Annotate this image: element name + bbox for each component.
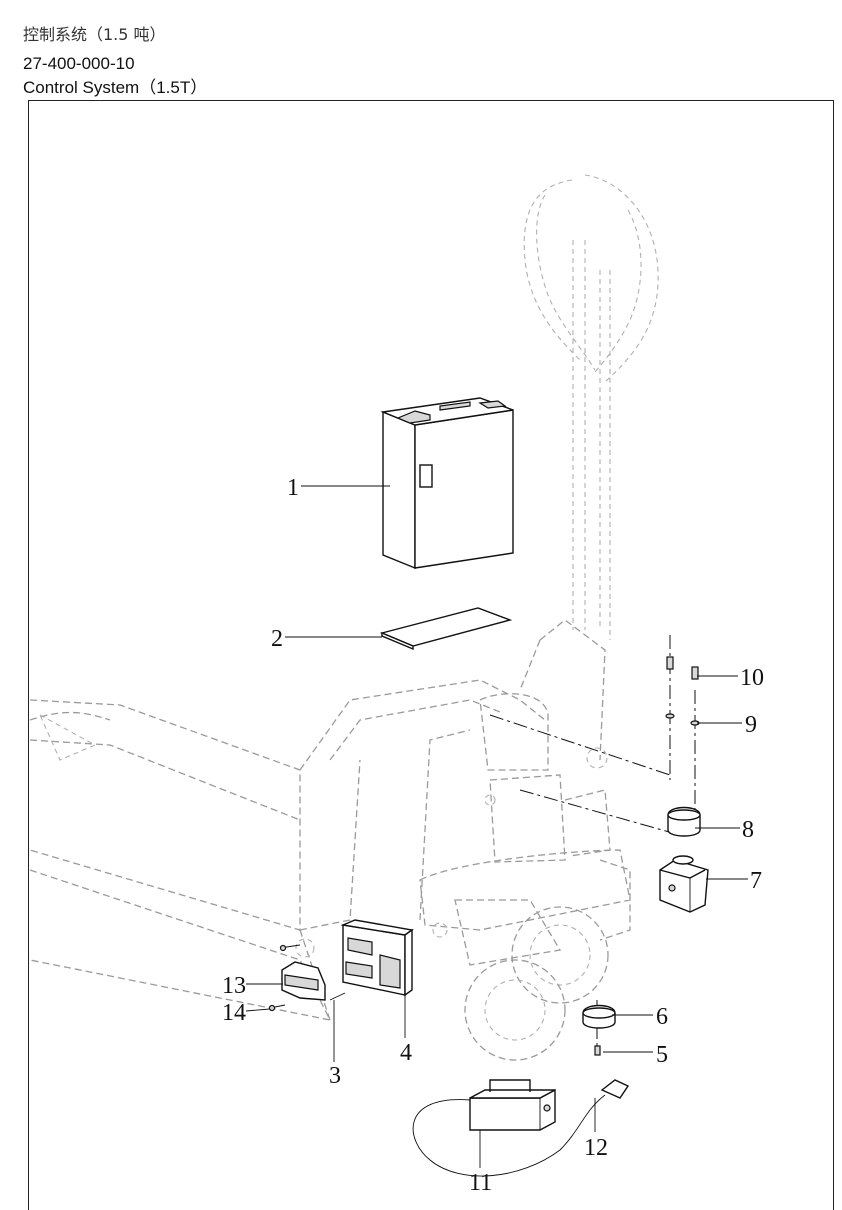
part-bracket	[268, 944, 326, 1012]
callout-2: 2	[271, 626, 283, 652]
title-chinese: 控制系统（1.5 吨）	[23, 25, 166, 44]
callout-9: 9	[745, 712, 757, 738]
diagram-frame	[28, 100, 834, 1210]
callout-12: 12	[584, 1135, 608, 1161]
callout-6: 6	[656, 1004, 668, 1030]
callout-14: 14	[222, 1000, 246, 1026]
callout-3: 3	[329, 1063, 341, 1089]
part-charger	[412, 1079, 630, 1177]
part-battery	[380, 397, 514, 570]
callout-1: 1	[287, 475, 299, 501]
callout-7: 7	[750, 868, 762, 894]
title-english: Control System（1.5T）	[23, 78, 208, 97]
truck-ghost-outline	[29, 174, 659, 1061]
part-hardware	[489, 635, 709, 1056]
callout-11: 11	[469, 1170, 492, 1196]
part-pad	[379, 607, 513, 651]
callout-8: 8	[742, 817, 754, 843]
callout-labels: 1 2 3 4 5 6 7 8 9 10 11 12 13 14	[222, 475, 764, 1196]
callout-13: 13	[222, 973, 246, 999]
callout-4: 4	[400, 1040, 412, 1066]
leader-lines	[245, 485, 748, 1168]
callout-5: 5	[656, 1042, 668, 1068]
part-controller	[329, 919, 414, 1001]
part-code: 27-400-000-10	[23, 54, 135, 73]
callout-10: 10	[740, 665, 764, 691]
